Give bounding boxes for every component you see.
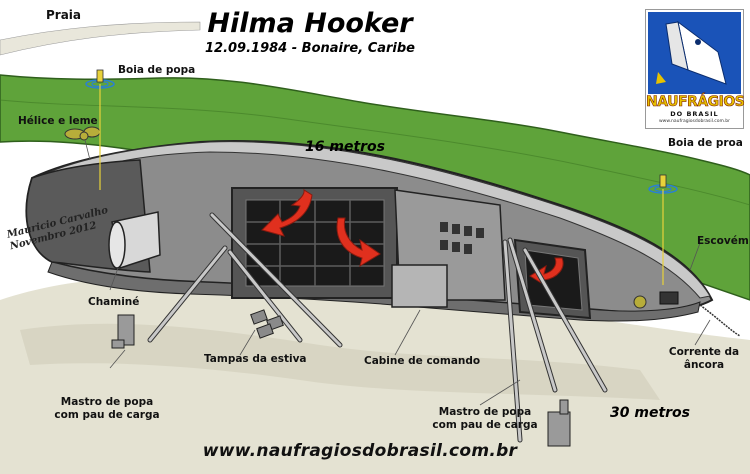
- depth-shallow: 16 metros: [305, 139, 385, 155]
- seabed-shading: [20, 323, 660, 400]
- bridge-cabin: [391, 264, 448, 308]
- label-aft-mast-right-line1: Mastro de popa: [438, 406, 532, 418]
- reef-texture: [0, 99, 750, 206]
- logo-subtitle: DO BRASIL: [670, 110, 719, 118]
- label-anchor-chain-line2: âncora: [683, 359, 725, 371]
- bow-bollard: [633, 295, 647, 309]
- funnel-top: [108, 221, 126, 269]
- bow-hawse-box: [659, 291, 679, 305]
- hatch-cover-debris: [250, 309, 284, 339]
- label-hawse: Escovém: [697, 235, 749, 247]
- label-aft-mast-left-line1: Mastro de popa: [60, 396, 154, 408]
- footer-url: www.naufragiosdobrasil.com.br: [202, 441, 518, 461]
- naufragios-logo: NAUFRÁGIOS DO BRASIL www.naufragiosdobra…: [645, 9, 745, 129]
- cargo-hold-2-opening: [524, 249, 583, 311]
- mast-debris-right: [547, 399, 571, 447]
- leader-lines: [84, 139, 711, 406]
- mast-debris-left: [111, 314, 135, 349]
- label-hatch-covers: Tampas da estiva: [204, 353, 307, 365]
- label-anchor-chain: Corrente da âncora: [664, 346, 744, 372]
- label-aft-mast-left-line2: com pau de carga: [54, 409, 160, 421]
- label-beach: Praia: [46, 8, 82, 22]
- diagram-subtitle: 12.09.1984 - Bonaire, Caribe: [204, 41, 415, 56]
- label-anchor-chain-line1: Corrente da: [668, 346, 740, 358]
- label-stern-buoy: Boia de popa: [118, 64, 196, 76]
- label-funnel: Chaminé: [88, 296, 140, 308]
- label-bow-buoy: Boia de proa: [668, 137, 743, 149]
- hull-top-deck: [39, 141, 711, 299]
- bow-buoy-marker: [648, 174, 678, 285]
- propeller: [64, 126, 101, 141]
- label-bridge: Cabine de comando: [364, 355, 481, 367]
- label-aft-mast-right-line2: com pau de carga: [432, 419, 538, 431]
- stern-buoy-marker: [85, 69, 115, 190]
- label-aft-mast-right: Mastro de popa com pau de carga: [430, 406, 540, 432]
- cargo-booms-highlight: [148, 213, 607, 442]
- label-propeller-rudder: Hélice e leme: [18, 115, 98, 127]
- logo-url: www.naufragiosdobrasil.com.br: [658, 119, 730, 124]
- label-aft-mast-left: Mastro de popa com pau de carga: [52, 396, 162, 422]
- logo-name: NAUFRÁGIOS: [646, 94, 745, 111]
- beach-strip: [0, 21, 201, 56]
- current-arrows: [261, 188, 564, 288]
- diagram-title: Hilma Hooker: [207, 8, 413, 39]
- bridge-windows: [440, 222, 484, 254]
- depth-deep: 30 metros: [610, 405, 690, 421]
- logo-shipwreck-art: [648, 12, 741, 94]
- anchor-chain: [699, 304, 741, 337]
